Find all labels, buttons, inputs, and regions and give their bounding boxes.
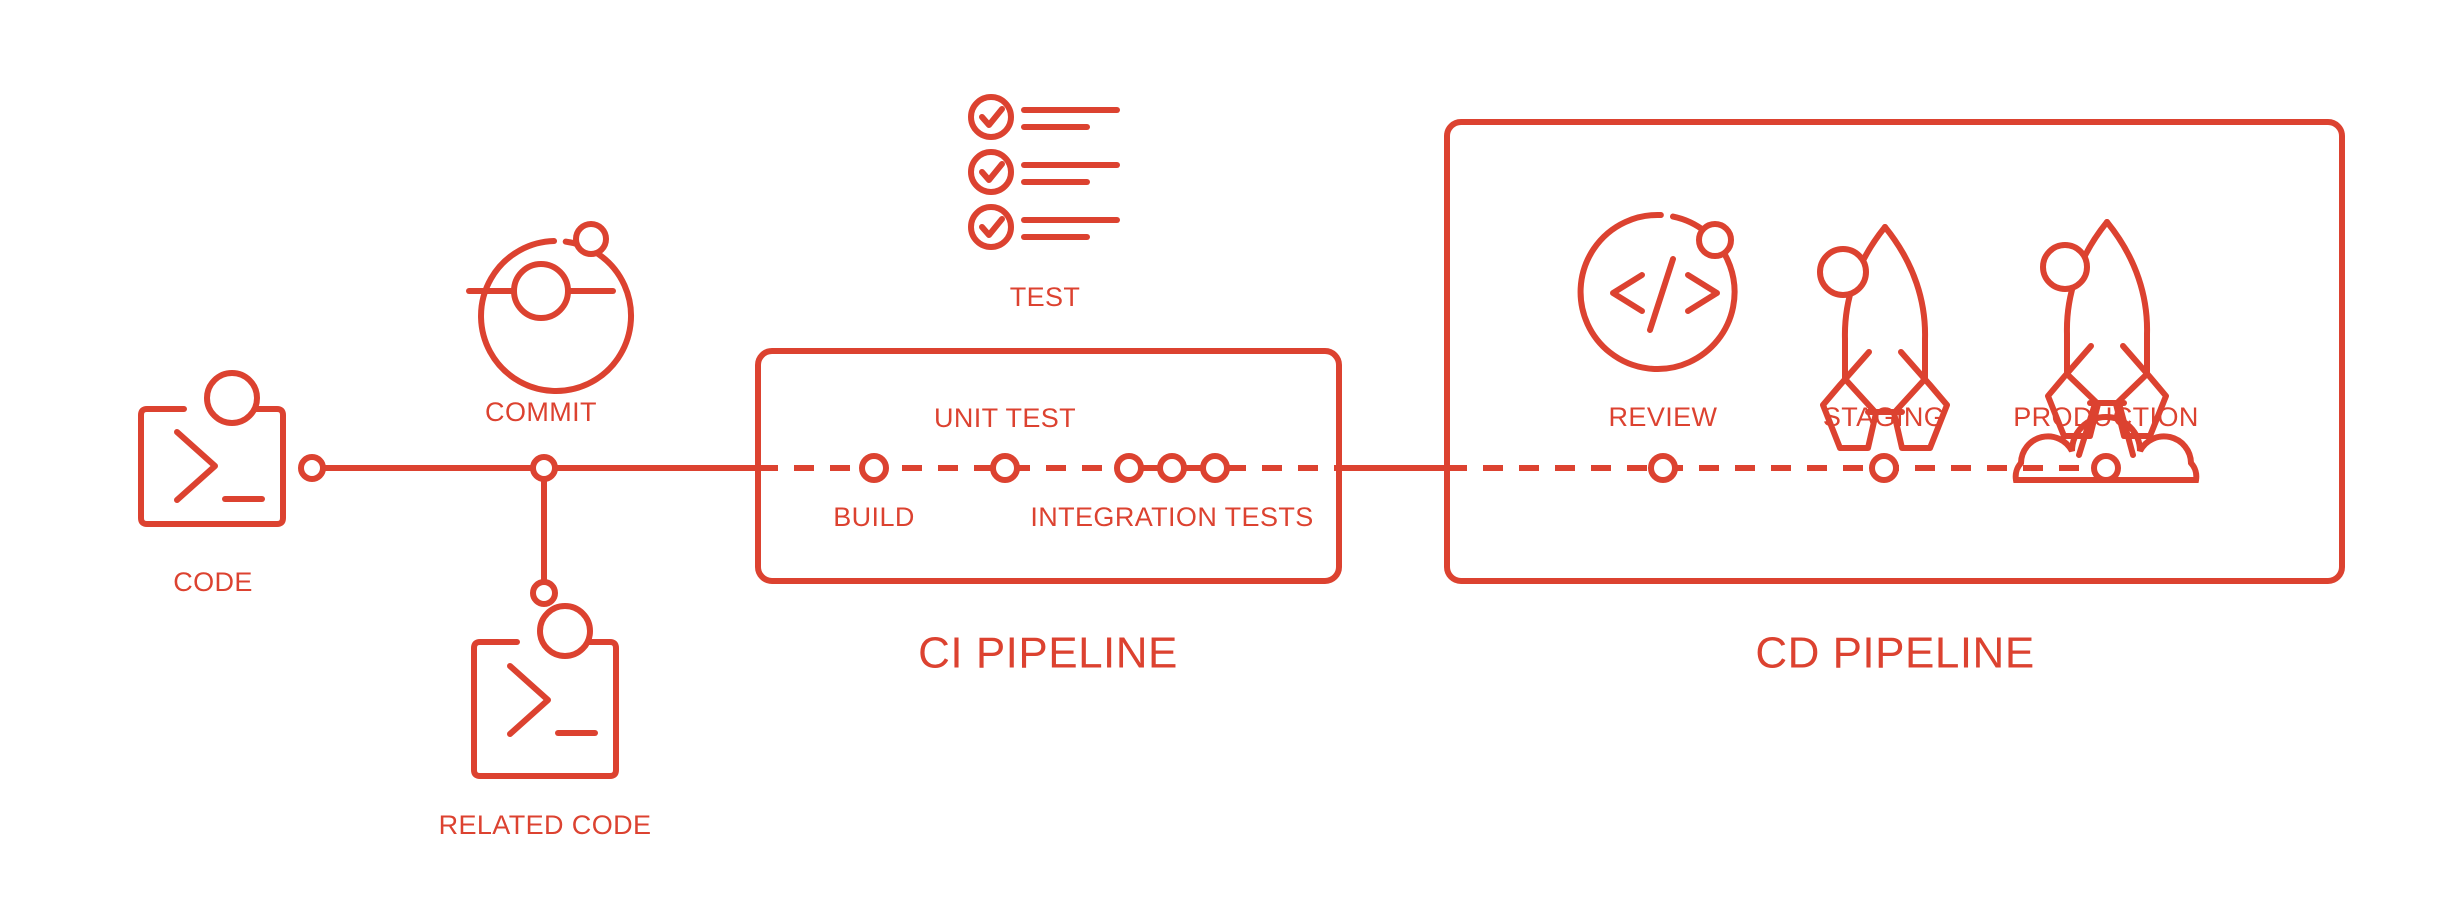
cd-stage-node-staging[interactable]: [1869, 453, 1899, 483]
ci-stage-node-integration-2[interactable]: [1157, 453, 1187, 483]
rocket-icon: [1817, 224, 1950, 451]
commit-junction-node[interactable]: [530, 454, 558, 482]
production-label: PRODUCTION: [2013, 402, 2199, 432]
ci-stage-node-unit-test[interactable]: [990, 453, 1020, 483]
rocket-launch-icon: [2012, 219, 2200, 483]
commit-orbit-icon: [466, 221, 635, 394]
cd-stage-node-production[interactable]: [2091, 453, 2121, 483]
pipeline-start-node[interactable]: [298, 454, 326, 482]
ci-stage-label-unit-test: UNIT TEST: [934, 403, 1076, 433]
code-label: CODE: [173, 567, 253, 597]
ci-stage-label-build: BUILD: [833, 502, 915, 532]
commit-label: COMMIT: [485, 397, 597, 427]
related-code-terminal-icon: [471, 603, 619, 779]
code-terminal-icon: [138, 370, 286, 527]
cd-stage-node-review[interactable]: [1648, 453, 1678, 483]
ci-pipeline-title: CI PIPELINE: [918, 629, 1178, 678]
test-label: TEST: [1010, 282, 1081, 312]
staging-label: STAGING: [1823, 402, 1945, 432]
cd-pipeline-box: [1444, 119, 2345, 584]
related-code-branch-node[interactable]: [530, 579, 558, 607]
review-label: REVIEW: [1609, 402, 1718, 432]
ci-stage-node-integration-1[interactable]: [1114, 453, 1144, 483]
related-code-label: RELATED CODE: [439, 810, 652, 840]
ci-stage-label-integration-tests: INTEGRATION TESTS: [1030, 502, 1313, 532]
ci-stage-node-build[interactable]: [859, 453, 889, 483]
cd-pipeline-title: CD PIPELINE: [1755, 629, 2034, 678]
checklist-icon: [968, 94, 1120, 250]
code-review-icon: [1577, 212, 1738, 372]
ci-stage-node-integration-3[interactable]: [1200, 453, 1230, 483]
